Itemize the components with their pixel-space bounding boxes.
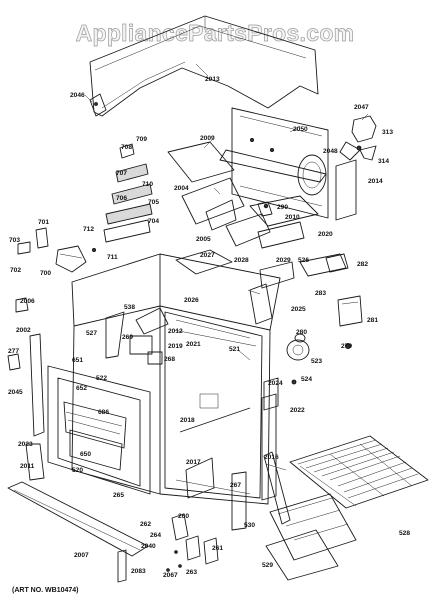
oven-door-part	[47, 307, 169, 495]
label-2004: 2004	[174, 185, 189, 192]
label-700: 700	[40, 270, 51, 277]
label-2050: 2050	[293, 126, 308, 133]
label-706: 706	[116, 195, 127, 202]
label-2021: 2021	[186, 341, 201, 348]
label-2018: 2018	[180, 417, 195, 424]
label-701: 701	[38, 219, 49, 226]
part-labels: 2013 2046 2047 313 314 2048 2014 2050 20…	[8, 76, 410, 579]
label-702: 702	[10, 267, 21, 274]
label-2022: 2022	[290, 407, 305, 414]
label-279: 279	[341, 343, 352, 350]
label-2016: 2016	[264, 454, 279, 461]
label-2006: 2006	[20, 298, 35, 305]
label-269: 269	[122, 334, 133, 341]
label-263: 263	[186, 569, 197, 576]
label-530: 530	[244, 522, 255, 529]
label-277: 277	[8, 348, 19, 355]
label-524: 524	[301, 376, 312, 383]
label-264: 264	[150, 532, 161, 539]
oven-rack-part	[289, 435, 429, 509]
door-hinge-parts	[117, 451, 291, 583]
label-281: 281	[367, 317, 378, 324]
watermark-text: AppliancePartsPros.com	[76, 20, 355, 46]
label-529: 529	[262, 562, 273, 569]
label-686: 686	[98, 409, 109, 416]
label-705: 705	[148, 199, 159, 206]
label-2040: 2040	[141, 543, 156, 550]
label-2048: 2048	[323, 148, 338, 155]
label-282: 282	[357, 261, 368, 268]
label-2029: 2029	[276, 257, 291, 264]
label-528: 528	[399, 530, 410, 537]
label-650: 650	[80, 451, 91, 458]
label-703: 703	[9, 237, 20, 244]
top-cover-part	[89, 15, 319, 117]
label-521: 521	[229, 346, 240, 353]
label-709: 709	[136, 136, 147, 143]
vent-duct-parts	[167, 141, 327, 249]
label-260: 260	[178, 513, 189, 520]
label-2045: 2045	[8, 389, 23, 396]
label-520: 520	[72, 467, 83, 474]
label-707: 707	[116, 170, 127, 177]
label-2023: 2023	[18, 441, 33, 448]
label-265: 265	[113, 492, 124, 499]
label-704: 704	[148, 218, 159, 225]
door-trim-parts	[7, 297, 45, 481]
convection-fan-part	[335, 115, 377, 221]
label-2013: 2013	[205, 76, 220, 83]
rear-panel-part	[231, 107, 329, 219]
label-267: 267	[230, 482, 241, 489]
label-522: 522	[96, 375, 107, 382]
label-2026: 2026	[184, 297, 199, 304]
label-2046: 2046	[70, 92, 85, 99]
label-2027: 2027	[200, 252, 215, 259]
label-2009: 2009	[200, 135, 215, 142]
label-2019: 2019	[168, 343, 183, 350]
label-2002: 2002	[16, 327, 31, 334]
label-2011: 2011	[20, 463, 35, 470]
label-2017: 2017	[186, 459, 201, 466]
label-2047: 2047	[354, 104, 369, 111]
label-523: 523	[311, 358, 322, 365]
label-711: 711	[107, 254, 118, 261]
label-2024: 2024	[268, 380, 283, 387]
label-313: 313	[382, 129, 393, 136]
leader-lines	[84, 63, 369, 361]
label-268: 268	[164, 356, 175, 363]
label-2020: 2020	[318, 231, 333, 238]
art-number-note: (ART NO. WB10474)	[12, 587, 79, 594]
label-526: 526	[298, 257, 309, 264]
label-2012: 2012	[168, 328, 183, 335]
label-708: 708	[121, 144, 132, 151]
label-651: 651	[72, 357, 83, 364]
label-710: 710	[142, 181, 153, 188]
burner-ignitor-parts	[17, 143, 153, 273]
label-652: 652	[76, 385, 87, 392]
label-2067: 2067	[163, 572, 178, 579]
label-261: 261	[212, 545, 223, 552]
label-290: 290	[277, 204, 288, 211]
label-2083: 2083	[131, 568, 146, 575]
label-283: 283	[315, 290, 326, 297]
label-2014: 2014	[368, 178, 383, 185]
control-components-parts	[261, 253, 363, 501]
label-280: 280	[296, 329, 307, 336]
label-2007: 2007	[74, 552, 89, 559]
oven-cavity-part	[71, 249, 295, 505]
broil-pan-part	[265, 493, 357, 581]
kick-panel-part	[7, 481, 149, 557]
label-314: 314	[378, 158, 389, 165]
label-2005: 2005	[196, 236, 211, 243]
label-2028: 2028	[234, 257, 249, 264]
label-262: 262	[140, 521, 151, 528]
label-2025: 2025	[291, 306, 306, 313]
label-538: 538	[124, 304, 135, 311]
label-527: 527	[86, 330, 97, 337]
label-712: 712	[83, 226, 94, 233]
label-2010: 2010	[285, 214, 300, 221]
